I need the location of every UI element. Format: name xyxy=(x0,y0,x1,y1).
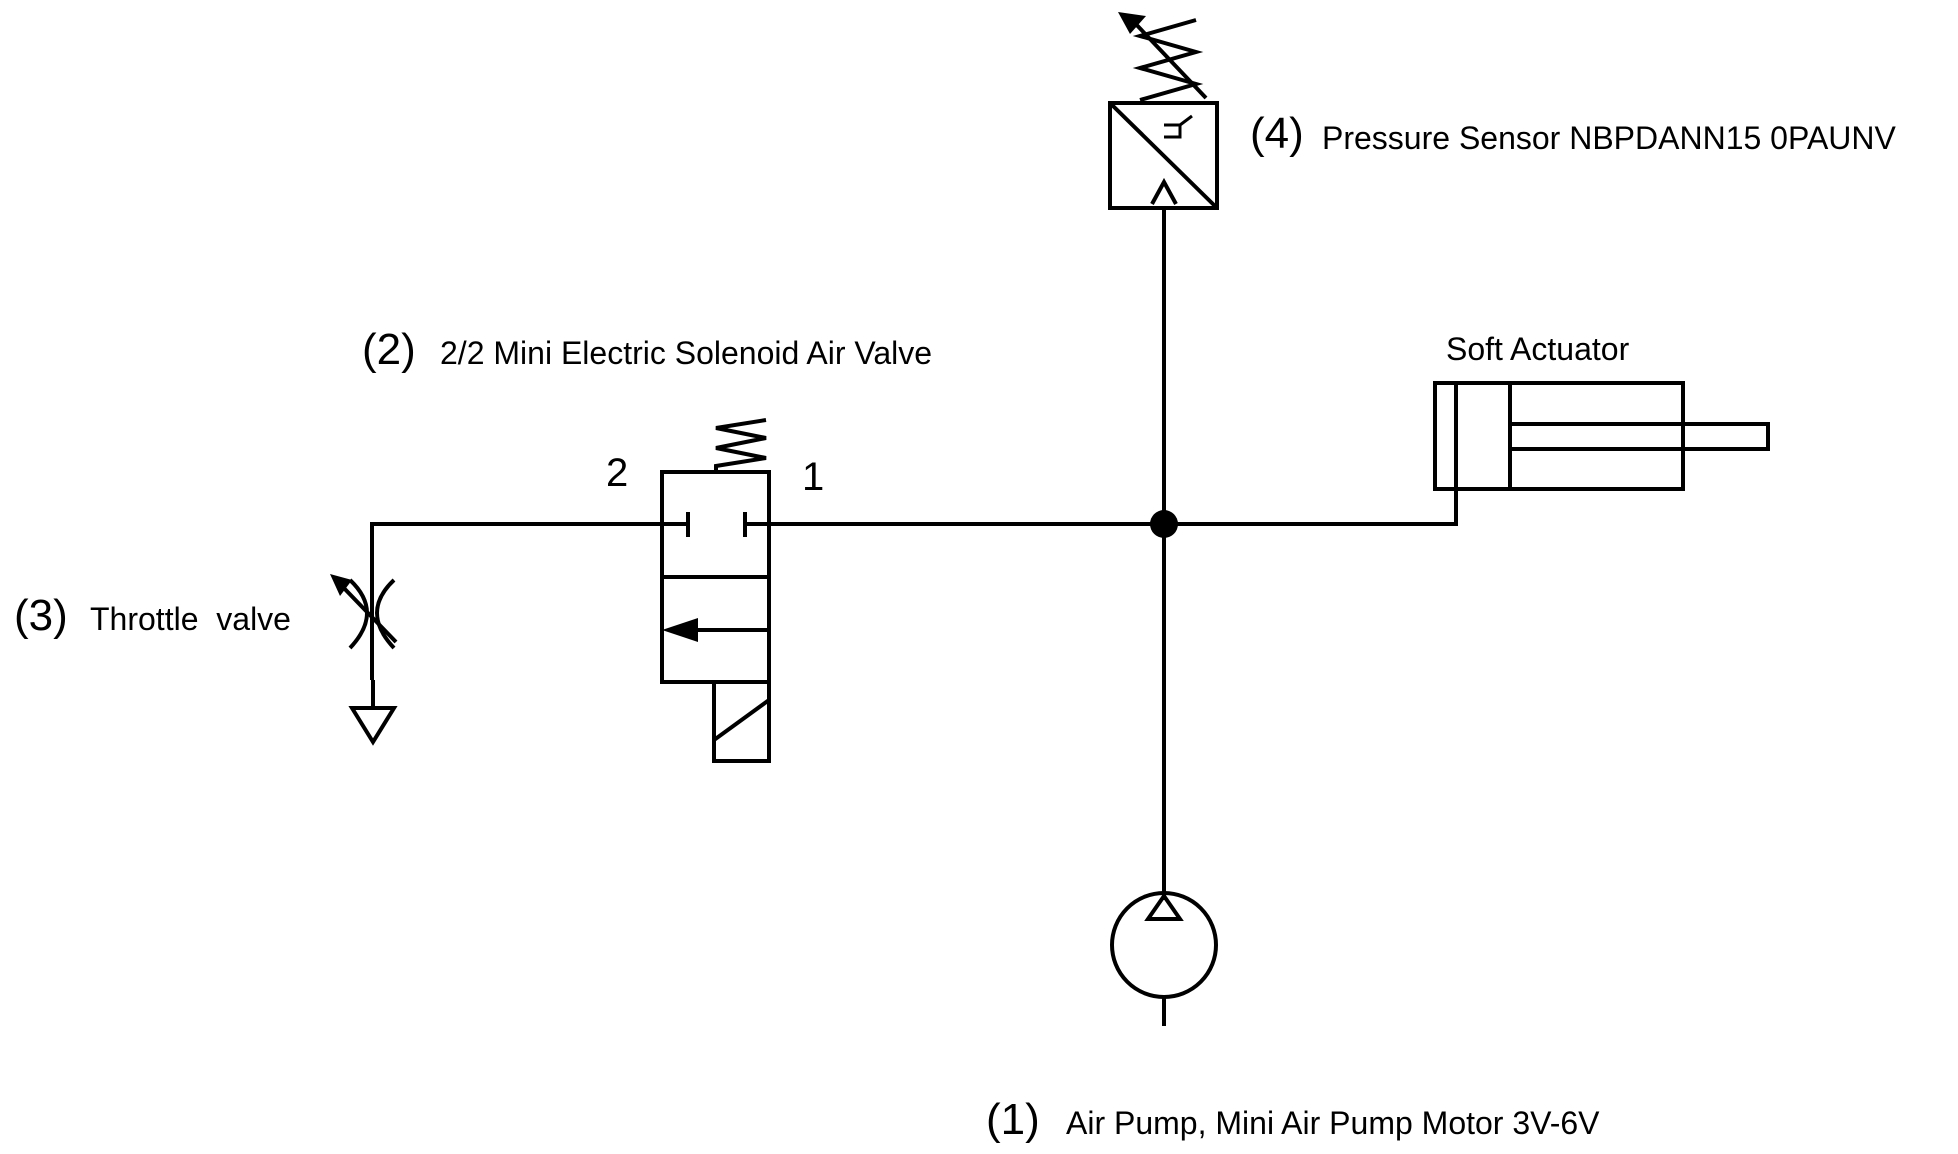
adjust-arrow xyxy=(338,582,398,644)
restrictor-arc-right xyxy=(375,578,396,650)
valve-port-2: 2 xyxy=(606,451,628,495)
pressure-sensor-symbol xyxy=(1108,12,1219,210)
throttle-number: (3) xyxy=(14,591,68,640)
flow-arrow-head xyxy=(662,618,698,642)
pipe-junction-to-actuator xyxy=(1162,490,1458,526)
pipe-network xyxy=(370,210,1458,900)
valve-port-1: 1 xyxy=(802,455,824,499)
valve-number: (2) xyxy=(362,325,416,374)
actuator-barrel xyxy=(1433,381,1685,491)
throttle-valve-symbol xyxy=(330,574,398,746)
sensor-label: Pressure Sensor NBPDANN15 0PAUNV xyxy=(1322,120,1897,156)
adjust-arrow xyxy=(1130,18,1208,100)
actuator-label: Soft Actuator xyxy=(1446,331,1630,367)
throttle-label: Throttle valve xyxy=(90,601,291,637)
solenoid-coil xyxy=(712,680,771,763)
restrictor-arc-left xyxy=(348,578,369,650)
junction-node xyxy=(1150,510,1178,538)
pump-number: (1) xyxy=(986,1095,1040,1144)
valve-spring xyxy=(714,418,767,472)
sensor-body xyxy=(1108,101,1219,210)
sensor-number: (4) xyxy=(1250,109,1304,158)
valve-label: 2/2 Mini Electric Solenoid Air Valve xyxy=(440,335,932,371)
soft-actuator-symbol xyxy=(1433,381,1770,491)
air-pump-symbol xyxy=(1110,891,1218,1026)
pipe-left xyxy=(370,522,688,680)
pump-label: Air Pump, Mini Air Pump Motor 3V-6V xyxy=(1066,1105,1600,1141)
exhaust-symbol xyxy=(348,706,398,746)
solenoid-valve-symbol xyxy=(660,418,771,763)
actuator-rod xyxy=(1508,422,1770,451)
pump-arrow xyxy=(1144,892,1184,921)
pump-body xyxy=(1110,891,1218,999)
